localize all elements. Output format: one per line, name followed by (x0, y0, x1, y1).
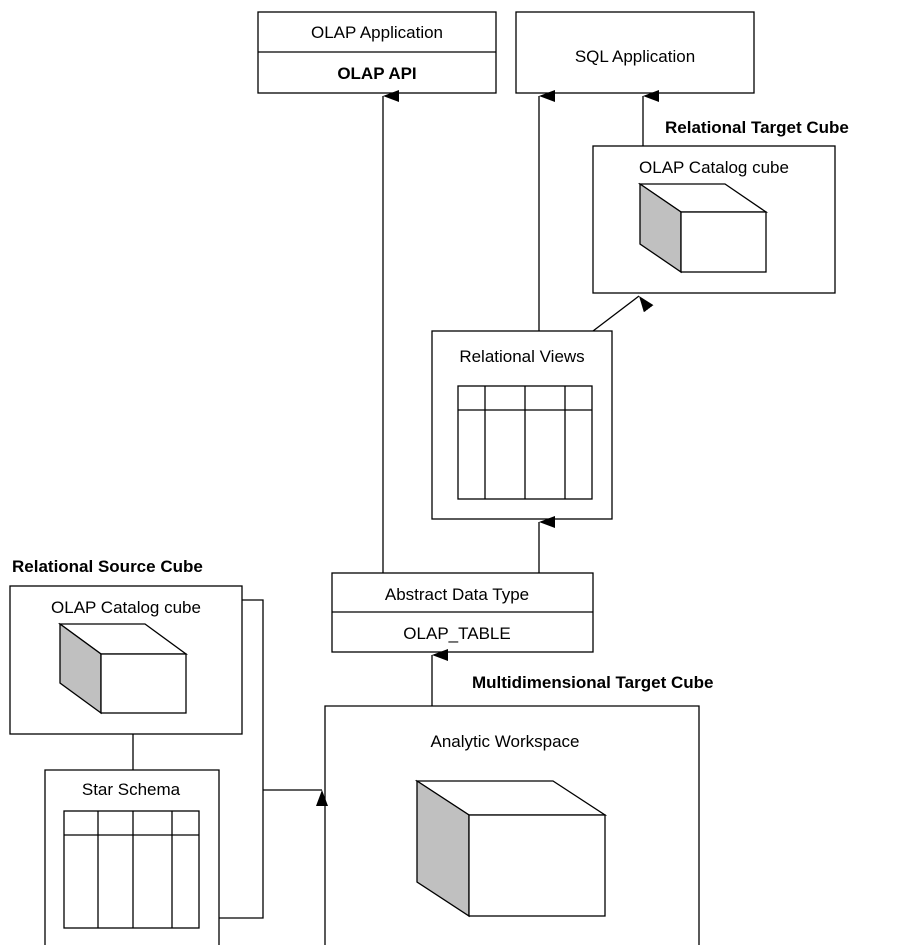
sql-application-title: SQL Application (575, 47, 695, 66)
sql-application-box: SQL Application (515, 11, 755, 94)
star-schema-box: Star Schema (44, 769, 220, 945)
arrow-views-to-target-cube (592, 295, 654, 332)
star-schema-title: Star Schema (82, 780, 181, 799)
abstract-data-type-title: Abstract Data Type (385, 585, 529, 604)
multidimensional-target-cube-heading: Multidimensional Target Cube (472, 673, 713, 692)
cube-icon (58, 622, 188, 715)
table-grid-icon (457, 385, 593, 500)
connectors (132, 90, 659, 919)
olap-catalog-cube-title: OLAP Catalog cube (639, 158, 789, 177)
olap-table-label: OLAP_TABLE (403, 624, 510, 643)
relational-source-cube-heading: Relational Source Cube (12, 557, 203, 576)
olap-application-title: OLAP Application (311, 23, 443, 42)
analytic-workspace-title: Analytic Workspace (431, 732, 580, 751)
olap-application-box: OLAP Application OLAP API (257, 11, 497, 94)
relational-target-cube-heading: Relational Target Cube (665, 118, 849, 137)
olap-catalog-cube-title: OLAP Catalog cube (51, 598, 201, 617)
line-source-bracket (219, 599, 264, 919)
relational-source-cube-box: OLAP Catalog cube (9, 585, 243, 735)
table-grid-icon (63, 810, 200, 929)
relational-views-title: Relational Views (459, 347, 584, 366)
cube-icon (637, 182, 769, 274)
relational-views-box: Relational Views (431, 330, 613, 520)
olap-api-label: OLAP API (337, 64, 416, 83)
cube-icon (414, 779, 608, 918)
abstract-data-type-box: Abstract Data Type OLAP_TABLE (331, 572, 594, 653)
relational-target-cube-box: OLAP Catalog cube (592, 145, 836, 294)
analytic-workspace-box: Analytic Workspace (324, 705, 700, 945)
